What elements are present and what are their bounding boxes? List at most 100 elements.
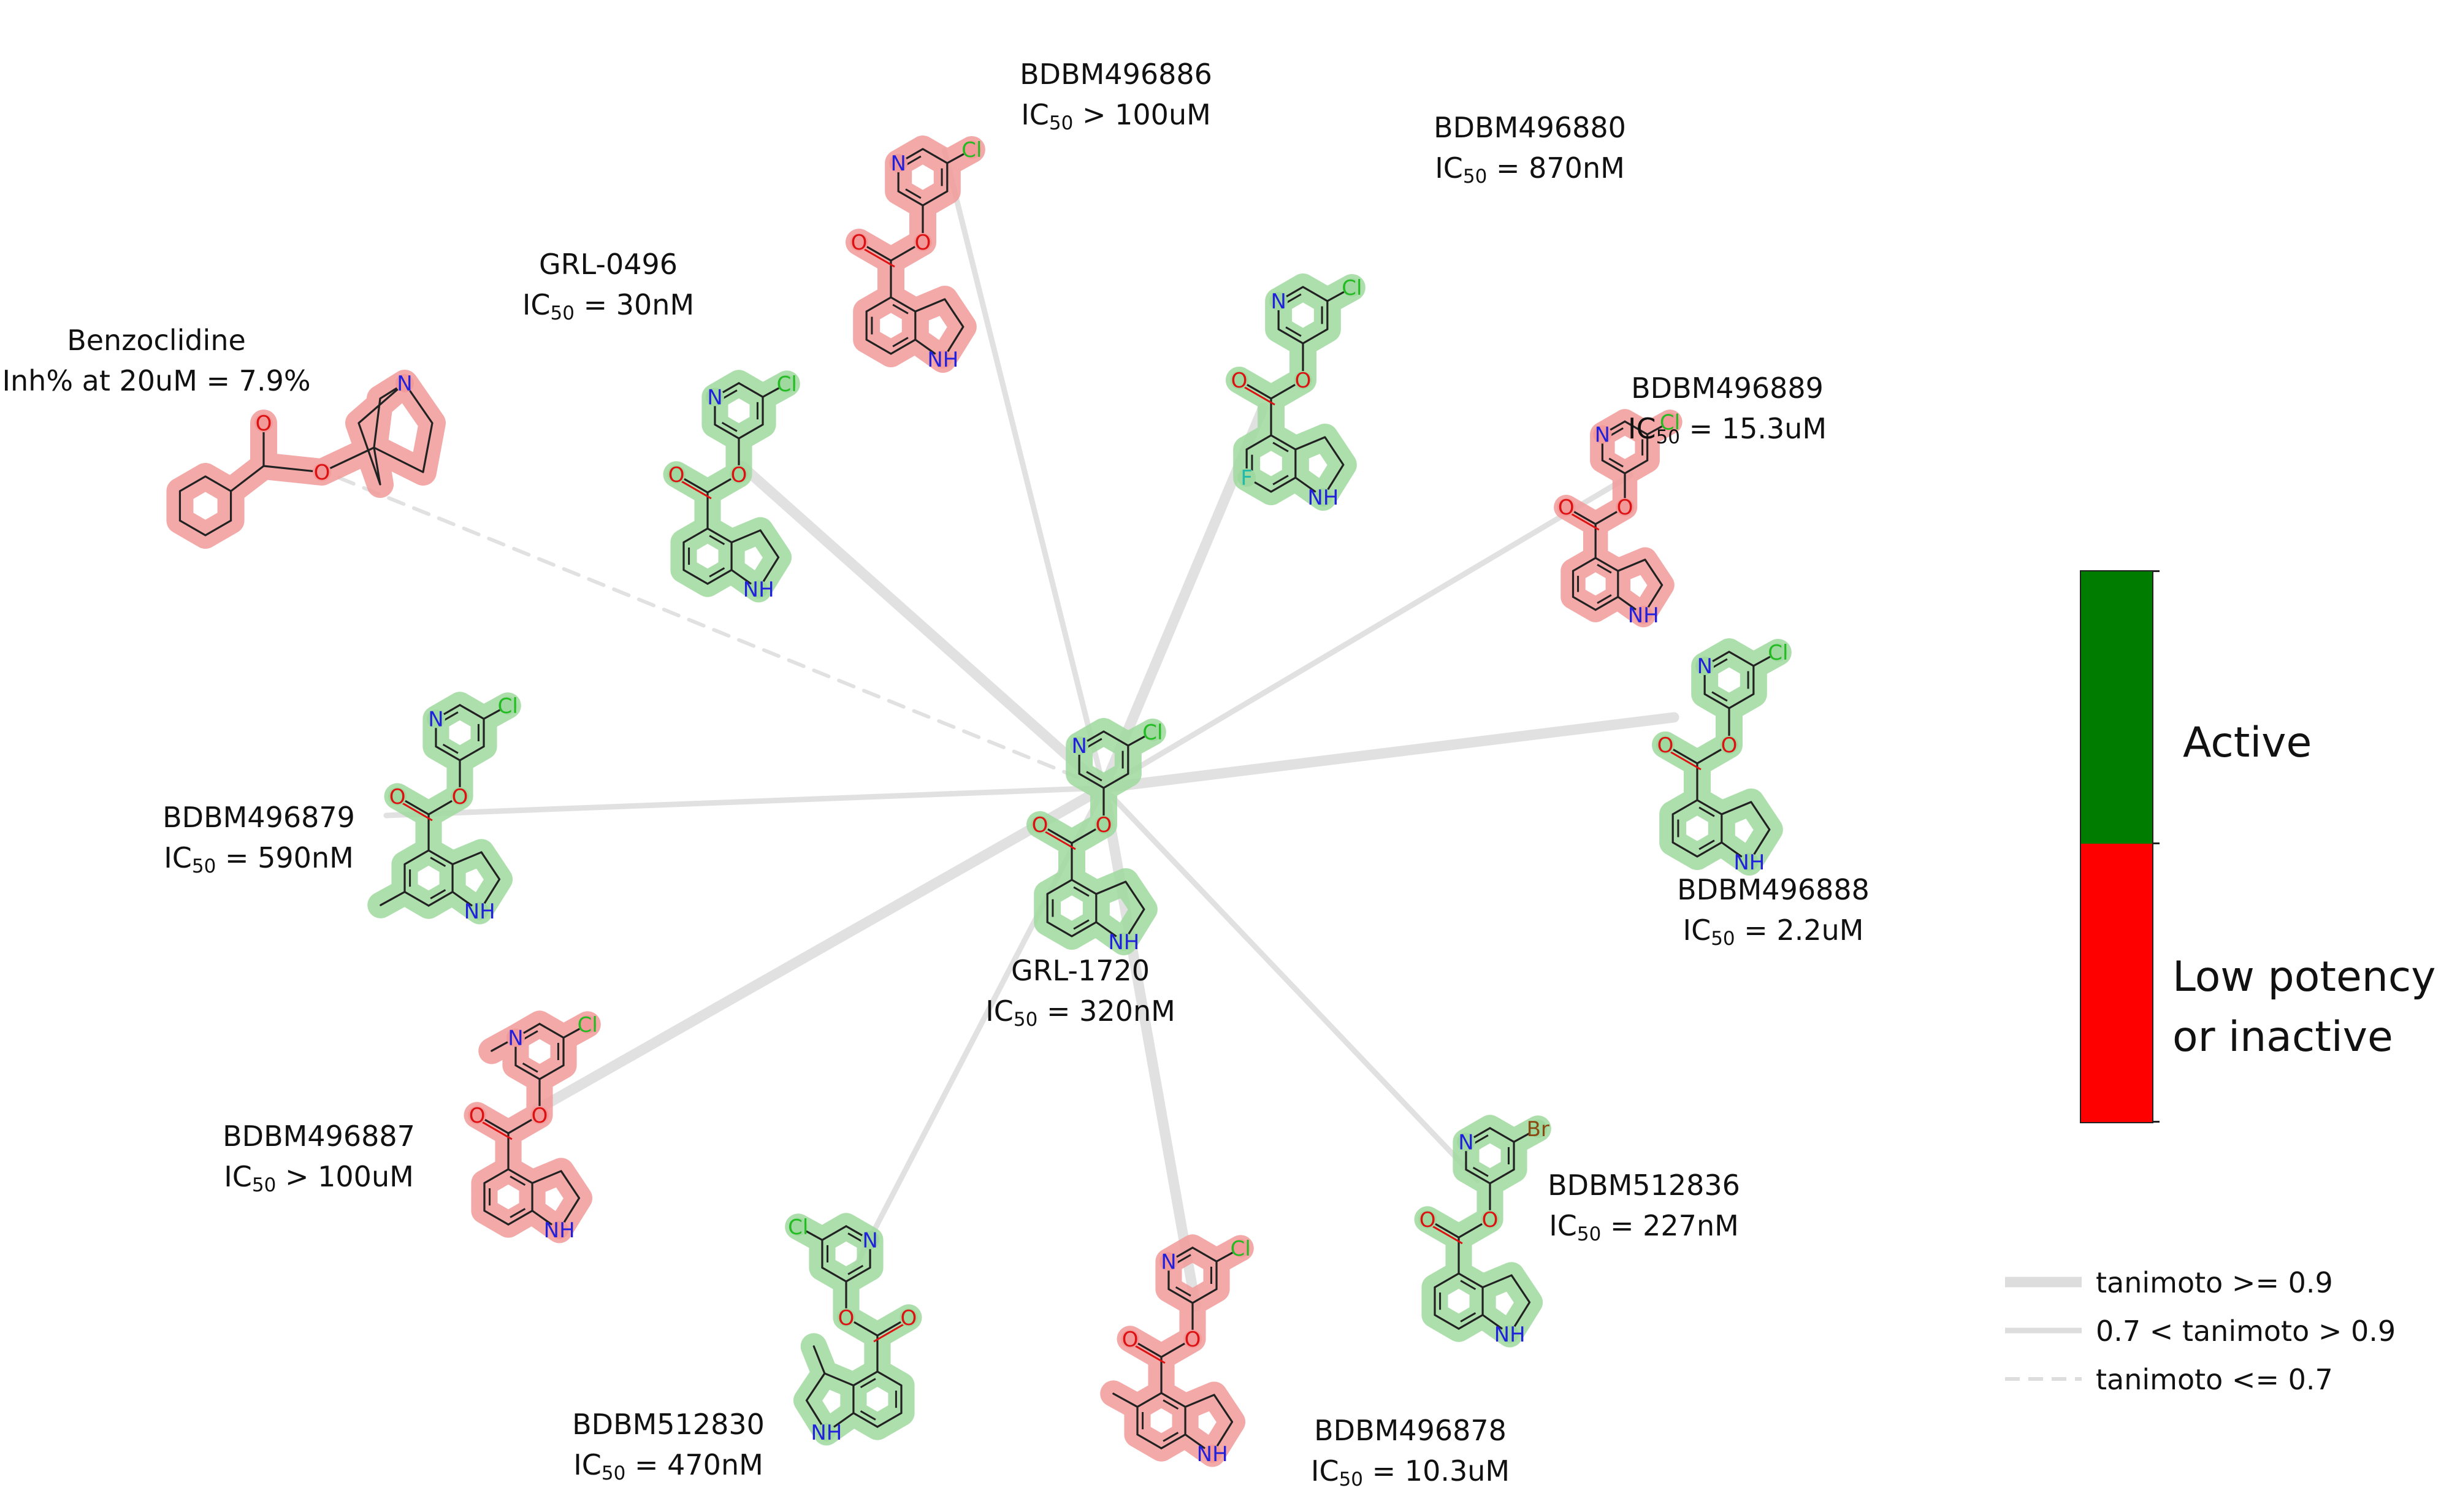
ester-oxygen: O (915, 231, 931, 255)
carbonyl-double-bond (679, 479, 712, 500)
carbonyl-double-bond (480, 1120, 513, 1140)
bond-lines (797, 1225, 910, 1434)
carbonyl-oxygen: O (1231, 368, 1248, 393)
bond-lines (1565, 420, 1671, 616)
indole-nh: NH (1197, 1442, 1228, 1467)
compound-activity: IC50 = 320nM (985, 995, 1175, 1031)
compound-name: BDBM496889 (1631, 372, 1824, 405)
ester-oxygen: O (532, 1104, 548, 1128)
carbonyl-double-bond (873, 1323, 906, 1343)
compound-name: BDBM496886 (1020, 58, 1212, 91)
aromatic-bonds (688, 389, 758, 578)
atom-label: N (397, 372, 412, 396)
similarity-edge-b496879 (383, 785, 1107, 819)
aromatic-bonds (489, 1030, 559, 1218)
bond-lines (1664, 651, 1779, 863)
indole-nh: NH (743, 578, 774, 602)
fluorine-atom: F (1240, 466, 1253, 491)
similarity-edge-b496878 (1098, 782, 1201, 1312)
bond-lines (1238, 286, 1353, 498)
similarity-edge-b496889 (1101, 472, 1634, 791)
pyridine-nitrogen: N (1270, 289, 1286, 314)
pyridine-nitrogen: N (707, 385, 722, 410)
bond-lines (675, 382, 788, 590)
compound-activity: IC50 > 100uM (1021, 98, 1211, 134)
compound-name: Benzoclidine (67, 324, 246, 357)
halogen-atom: Cl (961, 138, 982, 162)
ester-oxygen: O (1185, 1327, 1201, 1352)
aromatic-bonds (827, 1232, 897, 1421)
compound-name: BDBM496879 (162, 801, 355, 834)
colorbar-active-segment (2081, 571, 2152, 844)
carbonyl-oxygen: O (1657, 733, 1674, 758)
carbonyl-oxygen: O (389, 785, 406, 809)
carbonyl-oxygen: O (469, 1104, 486, 1128)
legend-label-high: tanimoto >= 0.9 (2096, 1266, 2333, 1299)
aromatic-bonds (409, 711, 479, 899)
atom-label: O (314, 460, 330, 485)
halogen-atom: Cl (1231, 1237, 1251, 1261)
indole-nh: NH (544, 1218, 575, 1243)
carbonyl-oxygen: O (668, 463, 685, 487)
carbonyl-double-bond (1242, 385, 1275, 406)
ester-oxygen: O (1721, 733, 1738, 758)
carbonyl-oxygen: O (1419, 1208, 1436, 1232)
halogen-atom: Cl (498, 694, 518, 719)
colorbar-tick (2152, 570, 2160, 572)
ester-oxygen: O (731, 463, 747, 487)
legend-line-samples (2005, 1277, 2082, 1381)
indole-nh: NH (464, 899, 495, 924)
colorbar-tick (2152, 842, 2160, 844)
compound-activity: IC50 = 30nM (522, 288, 695, 324)
bond-lines (1039, 730, 1154, 943)
compound-activity: IC50 = 470nM (573, 1448, 763, 1484)
pyridine-nitrogen: N (862, 1228, 877, 1253)
compound-activity: IC50 = 227nM (1549, 1209, 1739, 1245)
pyridine-nitrogen: N (1697, 654, 1712, 679)
highlight-glow (166, 370, 446, 549)
carbonyl-oxygen: O (851, 231, 868, 255)
aromatic-bonds (871, 155, 943, 348)
colorbar-low-segment (2081, 844, 2152, 1122)
aromatic-bonds (1677, 658, 1749, 850)
compound-name: BDBM512836 (1548, 1169, 1740, 1202)
ester-oxygen: O (1295, 368, 1312, 393)
pyridine-nitrogen: N (428, 707, 443, 731)
aromatic-bonds (1251, 293, 1323, 486)
compound-name: BDBM496880 (1434, 111, 1626, 144)
aromatic-bonds (1052, 738, 1124, 930)
carbonyl-oxygen: O (1032, 813, 1049, 838)
pyridine-nitrogen: N (1161, 1250, 1176, 1274)
pyridine-nitrogen: N (890, 151, 906, 176)
compound-activity: IC50 > 100uM (224, 1160, 414, 1196)
pyridine-nitrogen: N (1071, 734, 1087, 758)
compound-activity: IC50 = 15.3uM (1627, 412, 1827, 448)
colorbar-low-label-line1: Low potency (2172, 953, 2436, 1001)
carbonyl-double-bond (1569, 512, 1600, 531)
similarity-edge-b512836 (1101, 785, 1481, 1183)
compound-name: BDBM496887 (223, 1120, 415, 1153)
pyridine-nitrogen: N (1458, 1130, 1473, 1155)
similarity-edge-grl0496 (736, 460, 1109, 793)
halogen-atom: Cl (777, 372, 797, 397)
pyridine-nitrogen: N (1595, 423, 1610, 448)
carbonyl-oxygen: O (1558, 495, 1575, 520)
molecule-benzoclidine: OON (166, 370, 446, 549)
